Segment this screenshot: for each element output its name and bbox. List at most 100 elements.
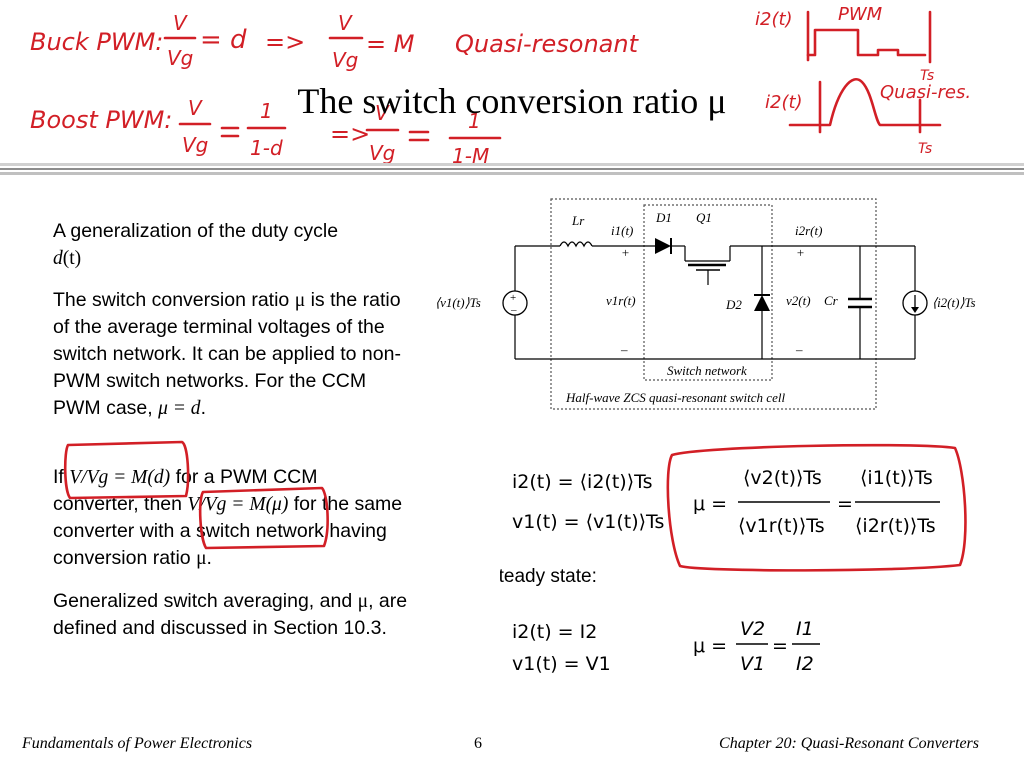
p3-mid: for a PWM CCM converter, then [53, 466, 318, 515]
label-v2: v2(t) [786, 293, 811, 308]
buck-eq-lhs-denominator: Vg [167, 46, 193, 70]
p3-eq2: V/Vg = M(μ) [187, 494, 289, 515]
label-i1r: i1(t) [611, 223, 633, 238]
footer-left: Fundamentals of Power Electronics [22, 735, 253, 752]
boost-eq2-numerator: V [375, 101, 390, 125]
label-cell-caption: Half-wave ZCS quasi-resonant switch cell [565, 390, 785, 405]
p1-text: A generalization of the duty cycle [53, 220, 339, 242]
p3-b: for the same converter with a switch net… [53, 493, 403, 569]
label-minus-right: – [795, 342, 803, 357]
eq-ss-v1: v1(t) = V1 [512, 653, 611, 675]
p2-b: is the ratio of the average terminal vol… [53, 289, 401, 419]
slide-title: The switch conversion ratio μ [297, 81, 727, 121]
p3-if: If [53, 466, 64, 488]
boost-eq-lhs-numerator: V [188, 96, 203, 120]
quasi-res-waveform [788, 78, 942, 127]
ink-box-mu-definition [666, 443, 967, 572]
quasi-resonant-circuit: + – Lr D1 Q1 i1(t) i2r(t) ⟨v1(t)⟩Ts ⟨i2(… [435, 198, 976, 410]
label-plus-left: + [621, 245, 630, 260]
equations-panel: i2(t) = ⟨i2(t)⟩Ts v1(t) = ⟨v1(t)⟩Ts μ = … [500, 467, 940, 675]
eq-mu-den1: ⟨v1r(t)⟩Ts [738, 515, 825, 537]
buck-eq-lhs-numerator: V [173, 11, 188, 35]
p4-mu: μ [357, 591, 369, 612]
eq-i2-average: i2(t) = ⟨i2(t)⟩Ts [512, 471, 652, 493]
boost-eq2-rhs-numerator: 1 [468, 109, 481, 133]
p1-var: d [53, 248, 63, 269]
boost-eq2-denominator: Vg [369, 141, 395, 165]
p2-end: . [200, 397, 206, 419]
switch-cell-boundary [550, 198, 877, 410]
paragraph-conversion: If V/Vg = M(d) for a PWM CCM converter, … [53, 464, 408, 572]
eq-ss-num2: I1 [796, 618, 814, 640]
eq-ss-mu-lhs: μ = [693, 635, 727, 657]
boost-eq-rhs-denominator: 1-d [250, 136, 283, 160]
buck-eq2-numerator: V [338, 11, 353, 35]
p2-eq: μ = d [158, 398, 201, 419]
quasi-resonant-label: Quasi-resonant [455, 30, 640, 58]
paragraph-duty-cycle: A generalization of the duty cycle d(t) [53, 218, 408, 272]
label-v1r: v1r(t) [606, 293, 636, 308]
eq-ss-equals: = [772, 635, 788, 657]
pwm-label: PWM [838, 4, 883, 25]
implies-arrow-2: => [330, 120, 370, 148]
eq-mu-num1: ⟨v2(t)⟩Ts [743, 467, 822, 489]
eq-mu-den2: ⟨i2r(t)⟩Ts [855, 515, 936, 537]
switch-network-boundary [643, 204, 773, 381]
boost-eq-lhs-denominator: Vg [182, 133, 208, 157]
eq-ss-i2: i2(t) = I2 [512, 621, 597, 643]
i2-pwm-label: i2(t) [755, 9, 793, 30]
label-minus-left: – [620, 342, 628, 357]
label-plus-right: + [796, 245, 805, 260]
ts-bottom-label: Ts [918, 141, 932, 157]
p4-a: Generalized switch averaging, and [53, 590, 353, 612]
eq-ss-den2: I2 [796, 653, 814, 675]
p2-a: The switch conversion ratio [53, 289, 290, 311]
p3-end: . [206, 547, 212, 569]
eq-mu-lhs: μ = [693, 493, 727, 515]
svg-text:–: – [510, 304, 517, 316]
footer-right: Chapter 20: Quasi-Resonant Converters [719, 735, 979, 752]
label-d2: D2 [725, 297, 742, 312]
p4-b: , are defined and discussed in Section 1… [53, 590, 408, 639]
diode-d2-symbol [754, 295, 770, 311]
paragraph-switch-ratio: The switch conversion ratio μ is the rat… [53, 287, 408, 422]
quasi-res-label: Quasi-res. [880, 82, 971, 103]
label-lr: Lr [571, 213, 585, 228]
paragraph-averaging: Generalized switch averaging, and μ, are… [53, 588, 408, 642]
p3-mu: μ [196, 548, 207, 569]
eq-mu-equals: = [837, 493, 853, 515]
label-q1: Q1 [696, 210, 712, 225]
eq-v1-average: v1(t) = ⟨v1(t)⟩Ts [512, 511, 664, 533]
pwm-waveform [806, 28, 927, 57]
label-cr: Cr [824, 293, 839, 308]
i2-quasi-res-label: i2(t) [765, 92, 803, 113]
ink-box-v-over-vg-mmu [198, 486, 329, 550]
boost-pwm-label: Boost PWM: [30, 106, 172, 134]
eq-ss-num1: V2 [740, 618, 765, 640]
buck-pwm-label: Buck PWM: [30, 28, 163, 56]
buck-eq2-rhs: = M [366, 30, 415, 58]
p1-paren: (t) [62, 248, 82, 269]
handwritten-annotations: Buck PWM: V Vg = d => V Vg = M Quasi-res… [30, 4, 971, 168]
boost-eq-rhs-numerator: 1 [260, 99, 273, 123]
label-i2r: i2r(t) [795, 223, 822, 238]
eq-mu-num2: ⟨i1(t)⟩Ts [860, 467, 933, 489]
ts-top-label: Ts [920, 68, 934, 84]
diode-d1-symbol [655, 238, 671, 254]
ink-box-v-over-vg-md [63, 440, 190, 500]
implies-arrow-1: => [265, 28, 305, 56]
p3-eq1: V/Vg = M(d) [69, 467, 171, 488]
header-rule [0, 163, 1024, 175]
p2-mu: μ [294, 290, 306, 311]
label-i2-source: ⟨i2(t)⟩Ts [932, 295, 976, 310]
label-d1: D1 [655, 210, 672, 225]
buck-eq2-denominator: Vg [332, 48, 358, 72]
footer-page-number: 6 [474, 735, 482, 752]
buck-eq-rhs: = d [200, 25, 247, 55]
inductor-lr-symbol [559, 241, 593, 248]
eq-ss-den1: V1 [740, 653, 765, 675]
label-v1-source: ⟨v1(t)⟩Ts [435, 295, 481, 310]
label-switch-network: Switch network [667, 363, 747, 378]
